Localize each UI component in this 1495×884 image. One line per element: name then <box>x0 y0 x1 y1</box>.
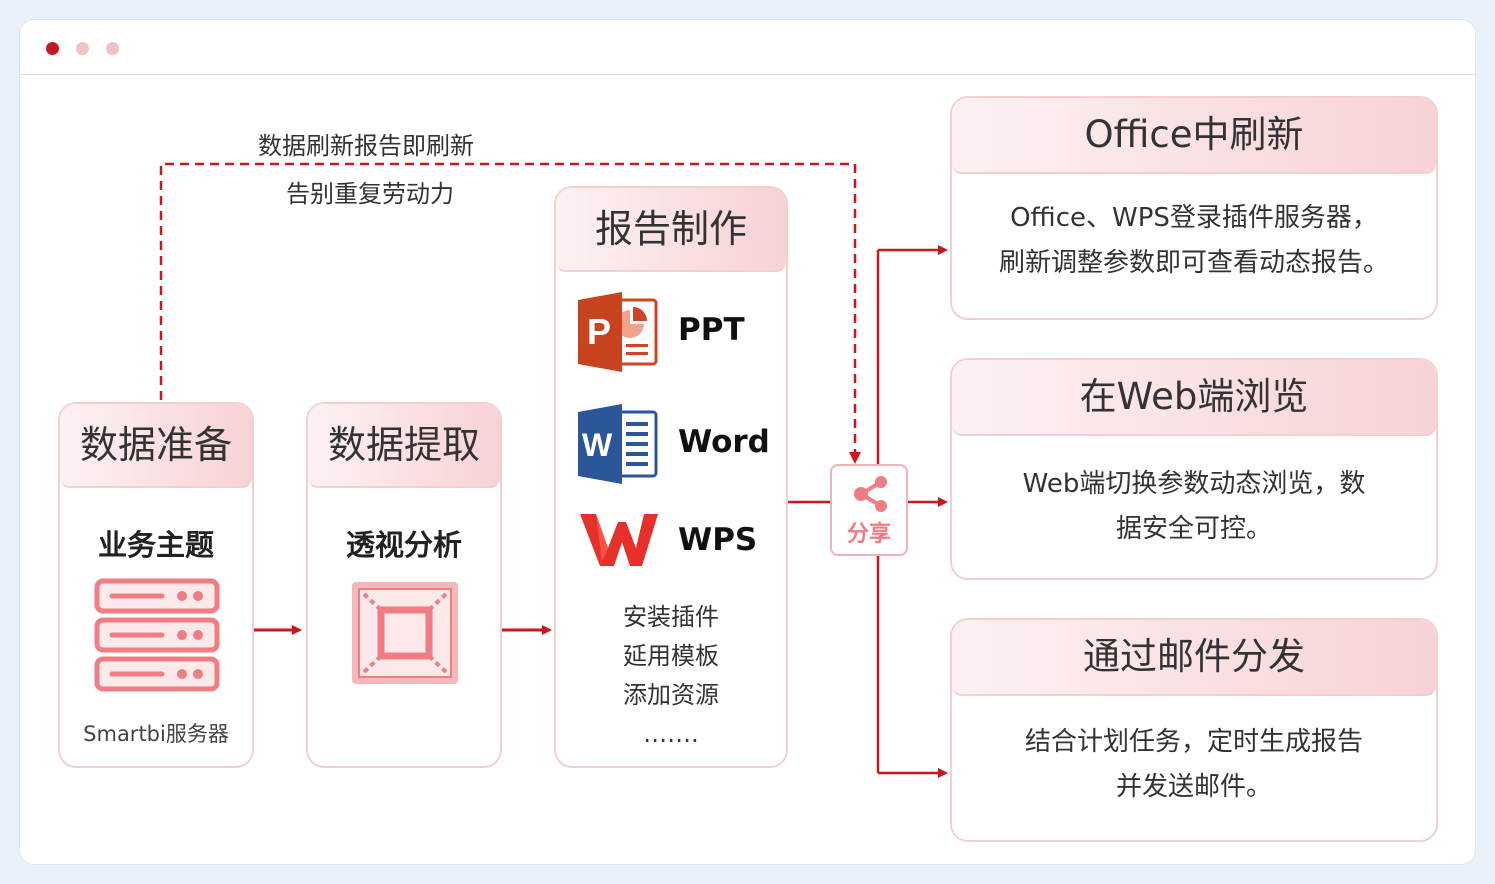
app-row-ppt: P PPT <box>578 292 786 372</box>
card-office-refresh: Office中刷新 Office、WPS登录插件服务器， 刷新调整参数即可查看动… <box>950 96 1438 320</box>
svg-text:P: P <box>587 311 611 352</box>
card-subtitle: 透视分析 <box>345 528 462 562</box>
card-caption: Smartbi服务器 <box>83 722 229 746</box>
card-body: Web端切换参数动态浏览，数 据安全可控。 <box>966 462 1422 552</box>
card-body-line: 据安全可控。 <box>1115 514 1272 544</box>
card-body: Office、WPS登录插件服务器， 刷新调整参数即可查看动态报告。 <box>966 196 1422 286</box>
card-web-browse: 在Web端浏览 Web端切换参数动态浏览，数 据安全可控。 <box>950 358 1438 580</box>
word-icon: W <box>578 404 658 484</box>
card-title: 在Web端浏览 <box>952 360 1436 436</box>
card-data-extract: 数据提取 透视分析 <box>306 402 502 768</box>
svg-text:W: W <box>582 427 613 463</box>
title-bar <box>20 20 1475 75</box>
card-title: 数据准备 <box>60 404 252 488</box>
card-data-prep: 数据准备 业务主题 Smartbi服务器 <box>58 402 254 768</box>
pivot-icon <box>352 582 458 684</box>
report-step: ……. <box>643 720 699 748</box>
report-step: 延用模板 <box>623 642 719 670</box>
card-body-line: 结合计划任务，定时生成报告 <box>1024 727 1363 757</box>
card-body-line: Office、WPS登录插件服务器， <box>1010 203 1378 233</box>
report-step: 安装插件 <box>623 603 719 631</box>
window: 数据刷新报告即刷新 告别重复劳动力 数据准备 业务主题 Smartbi服务器 数… <box>20 20 1475 864</box>
window-close-dot[interactable] <box>46 42 59 55</box>
powerpoint-icon: P <box>578 292 658 372</box>
app-label-ppt: PPT <box>678 312 745 348</box>
window-minimize-dot[interactable] <box>76 42 89 55</box>
card-title: 数据提取 <box>308 404 500 488</box>
report-step: 添加资源 <box>623 681 719 709</box>
share-icon <box>854 476 887 512</box>
app-label-word: Word <box>678 424 770 460</box>
app-label-wps: WPS <box>678 522 758 558</box>
card-body-line: 刷新调整参数即可查看动态报告。 <box>998 248 1389 278</box>
card-body-line: Web端切换参数动态浏览，数 <box>1022 469 1366 499</box>
app-row-word: W Word <box>578 404 786 484</box>
window-maximize-dot[interactable] <box>106 42 119 55</box>
server-icon <box>94 578 220 692</box>
share-node[interactable]: 分享 <box>830 464 908 556</box>
refresh-loop-arrowhead <box>849 452 861 464</box>
refresh-note-line2: 告别重复劳动力 <box>286 180 454 208</box>
card-body-line: 并发送邮件。 <box>1115 772 1272 802</box>
card-title: 报告制作 <box>556 188 786 272</box>
wps-icon <box>580 514 658 566</box>
card-body: 结合计划任务，定时生成报告 并发送邮件。 <box>966 720 1422 810</box>
card-report: 报告制作 P PPT W <box>554 186 788 768</box>
card-title: 通过邮件分发 <box>952 620 1436 696</box>
card-email-distribute: 通过邮件分发 结合计划任务，定时生成报告 并发送邮件。 <box>950 618 1438 842</box>
share-label: 分享 <box>846 522 891 547</box>
refresh-note-line1: 数据刷新报告即刷新 <box>258 132 474 160</box>
card-title: Office中刷新 <box>952 98 1436 174</box>
card-subtitle: 业务主题 <box>97 528 214 562</box>
app-row-wps: WPS <box>578 502 786 582</box>
report-steps: 安装插件 延用模板 添加资源 ……. <box>556 598 786 754</box>
